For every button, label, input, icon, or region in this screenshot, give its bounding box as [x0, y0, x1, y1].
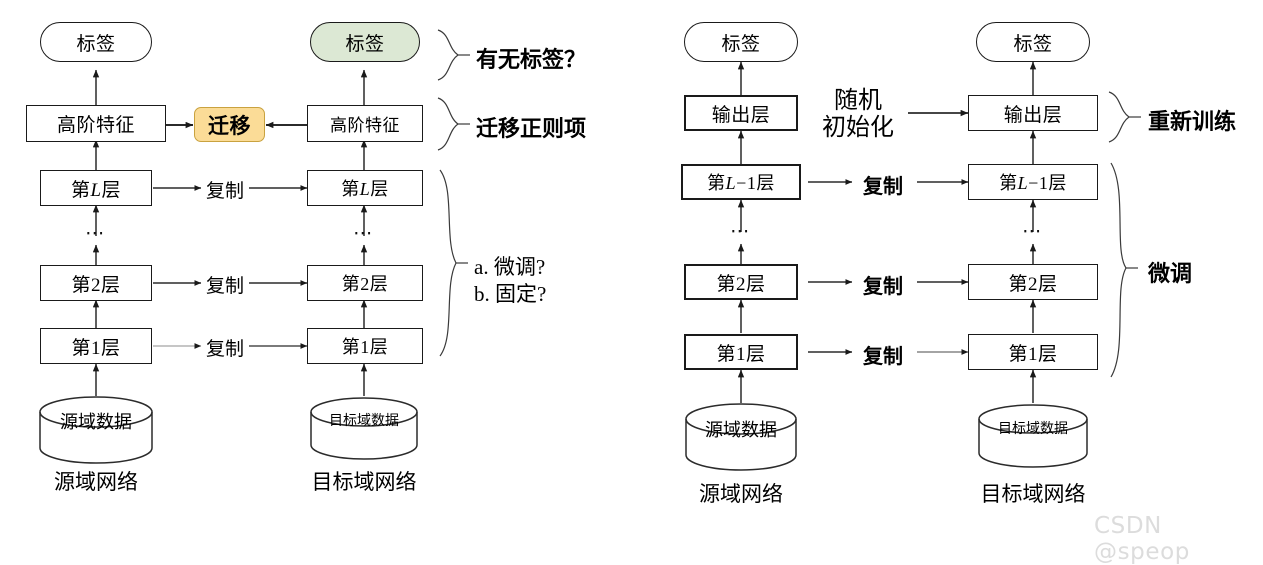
left-source-layer-2-node[interactable]: 第2层	[40, 265, 152, 301]
random-init-label: 随机 初始化	[822, 88, 894, 141]
left-target-high-feature-node[interactable]: 高阶特征	[307, 105, 423, 142]
right-target-data-cylinder-label: 目标域数据	[998, 422, 1068, 437]
annotation-retrain: 重新训练	[1148, 110, 1237, 135]
left-target-layer-L-text: 第L层	[341, 179, 389, 199]
right-source-data-cylinder-label: 源域数据	[705, 420, 777, 440]
right-source-output-layer-node[interactable]: 输出层	[684, 95, 798, 131]
left-target-layer-L-node[interactable]: 第L层	[307, 170, 423, 206]
right-target-ellipsis: ⋯	[1022, 220, 1044, 242]
right-target-layer-Lm1-text: 第L−1层	[999, 173, 1067, 193]
right-copy-label-2: 复制	[863, 274, 903, 298]
right-source-layer-Lm1-node[interactable]: 第L−1层	[681, 164, 801, 200]
right-source-layer-2-node[interactable]: 第2层	[684, 264, 798, 300]
right-source-layer-Lm1-text: 第L−1层	[707, 173, 775, 193]
left-source-caption: 源域网络	[54, 470, 138, 494]
left-source-layer-L-text: 第L层	[70, 179, 122, 201]
left-source-label-node[interactable]: 标签	[40, 22, 152, 62]
right-target-layer-Lm1-node[interactable]: 第L−1层	[968, 164, 1098, 200]
left-source-ellipsis: ⋯	[85, 222, 107, 244]
right-source-caption: 源域网络	[699, 482, 783, 506]
right-source-label-node[interactable]: 标签	[684, 22, 798, 62]
transfer-chip[interactable]: 迁移	[194, 107, 265, 142]
right-target-label-node[interactable]: 标签	[976, 22, 1090, 62]
right-source-layer-1-node[interactable]: 第1层	[684, 334, 798, 370]
left-copy-label-2: 复制	[205, 276, 245, 297]
annotation-freeze-question: b. 固定?	[474, 282, 547, 306]
left-target-caption: 目标域网络	[311, 470, 417, 494]
left-source-data-cylinder-label: 源域数据	[60, 412, 132, 432]
right-target-caption: 目标域网络	[980, 482, 1086, 506]
left-target-layer-1-node[interactable]: 第1层	[307, 328, 423, 364]
annotation-finetune: 微调	[1148, 262, 1193, 287]
left-target-layer-2-node[interactable]: 第2层	[307, 265, 423, 301]
left-source-layer-L-node[interactable]: 第L层	[40, 170, 152, 206]
left-source-high-feature-node[interactable]: 高阶特征	[26, 105, 166, 142]
right-target-output-layer-node[interactable]: 输出层	[968, 95, 1098, 131]
annotation-label-question: 有无标签？	[476, 48, 587, 73]
left-copy-label-1: 复制	[205, 339, 245, 360]
right-copy-label-1: 复制	[863, 344, 903, 368]
annotation-finetune-question: a. 微调?	[474, 255, 546, 279]
annotation-transfer-regularizer: 迁移正则项	[476, 117, 587, 142]
right-copy-label-Lm1: 复制	[863, 174, 903, 198]
csdn-watermark: CSDN @speop	[1094, 513, 1191, 565]
right-target-layer-2-node[interactable]: 第2层	[968, 264, 1098, 300]
left-target-label-node[interactable]: 标签	[310, 22, 420, 62]
left-target-data-cylinder-label: 目标域数据	[329, 414, 399, 429]
left-copy-label-L: 复制	[205, 181, 245, 202]
figure-canvas: 标签 高阶特征 第L层 ⋯ 第2层 第1层 源域数据 源域网络 标签 高阶特征 …	[26, 22, 1237, 565]
left-target-ellipsis: ⋯	[353, 222, 375, 244]
right-target-layer-1-node[interactable]: 第1层	[968, 334, 1098, 370]
left-source-layer-1-node[interactable]: 第1层	[40, 328, 152, 364]
right-source-ellipsis: ⋯	[730, 220, 752, 242]
